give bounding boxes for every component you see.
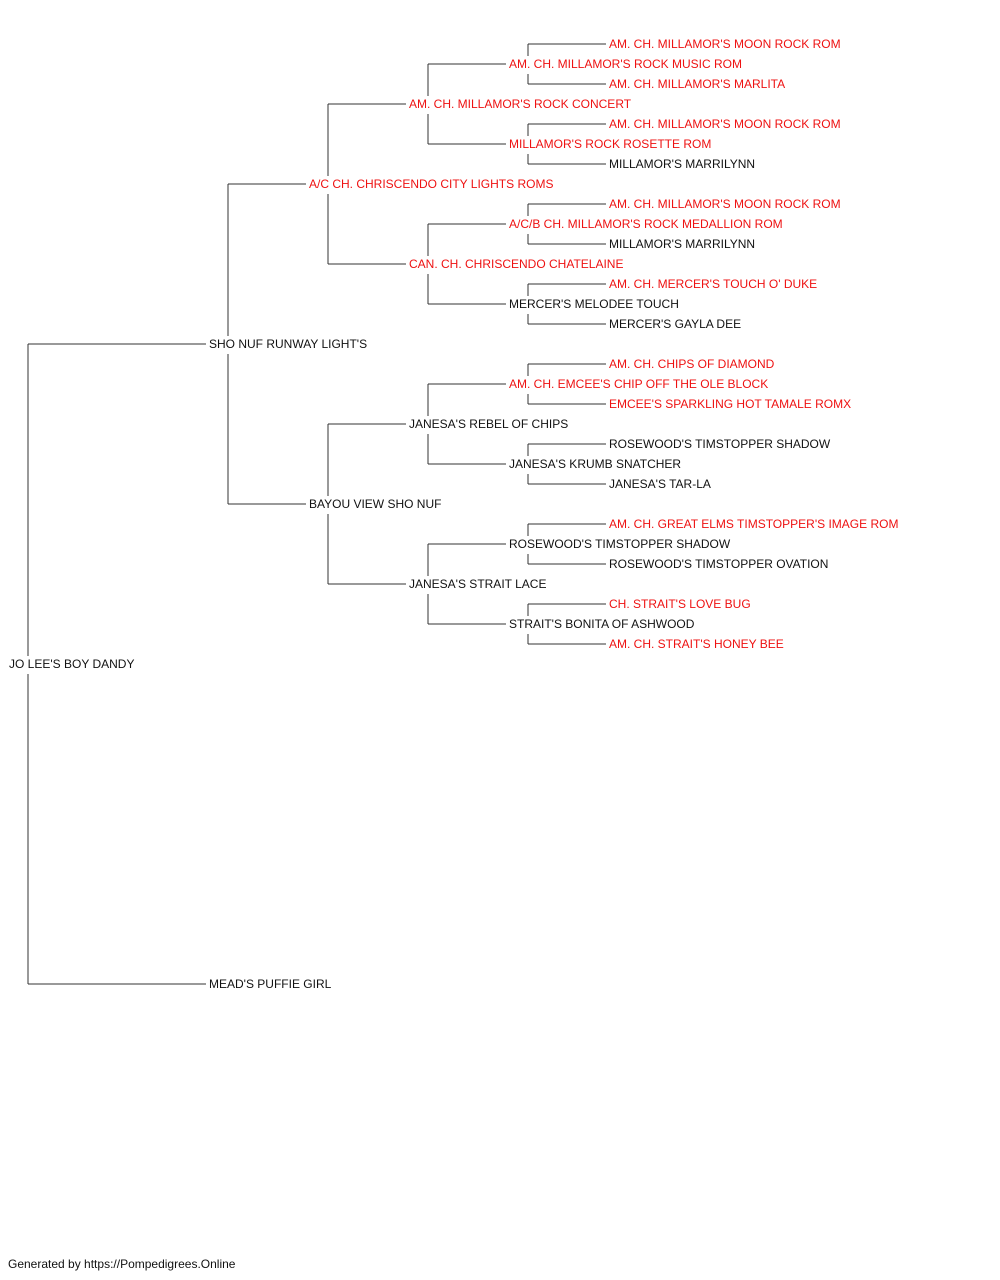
pedigree-sire-gen5: CH. STRAIT'S LOVE BUG [608,597,752,611]
pedigree-dam-gen5: EMCEE'S SPARKLING HOT TAMALE ROMX [608,397,853,411]
pedigree-dam-gen3: CAN. CH. CHRISCENDO CHATELAINE [408,257,625,271]
pedigree-sire-gen5: AM. CH. MILLAMOR'S MOON ROCK ROM [608,117,842,131]
pedigree-dam-gen5: ROSEWOOD'S TIMSTOPPER OVATION [608,557,830,571]
pedigree-dam-gen5: MERCER'S GAYLA DEE [608,317,743,331]
pedigree-sire-gen4: AM. CH. MILLAMOR'S ROCK MUSIC ROM [508,57,743,71]
pedigree-dam-gen4: STRAIT'S BONITA OF ASHWOOD [508,617,696,631]
pedigree-sire-gen5: AM. CH. MILLAMOR'S MOON ROCK ROM [608,197,842,211]
pedigree-sire-gen3: JANESA'S REBEL OF CHIPS [408,417,570,431]
pedigree-sire-gen4: AM. CH. EMCEE'S CHIP OFF THE OLE BLOCK [508,377,770,391]
pedigree-sire-gen5: AM. CH. MERCER'S TOUCH O' DUKE [608,277,819,291]
pedigree-dam-gen2: BAYOU VIEW SHO NUF [308,497,443,511]
pedigree-sire-gen5: AM. CH. GREAT ELMS TIMSTOPPER'S IMAGE RO… [608,517,900,531]
pedigree-dam-gen5: AM. CH. STRAIT'S HONEY BEE [608,637,785,651]
pedigree-dam-gen5: MILLAMOR'S MARRILYNN [608,157,757,171]
pedigree-sire-gen3: AM. CH. MILLAMOR'S ROCK CONCERT [408,97,633,111]
pedigree-dam-gen5: AM. CH. MILLAMOR'S MARLITA [608,77,787,91]
pedigree-sire-gen4: ROSEWOOD'S TIMSTOPPER SHADOW [508,537,732,551]
pedigree-sire-gen5: AM. CH. MILLAMOR'S MOON ROCK ROM [608,37,842,51]
pedigree-dam-gen5: MILLAMOR'S MARRILYNN [608,237,757,251]
generator-credit: Generated by https://Pompedigrees.Online [8,1257,236,1271]
pedigree-dam-gen4: MILLAMOR'S ROCK ROSETTE ROM [508,137,713,151]
pedigree-sire-gen1: SHO NUF RUNWAY LIGHT'S [208,337,369,351]
pedigree-dam-gen1: MEAD'S PUFFIE GIRL [208,977,333,991]
pedigree-sire-gen5: AM. CH. CHIPS OF DIAMOND [608,357,776,371]
pedigree-sire-gen2: A/C CH. CHRISCENDO CITY LIGHTS ROMS [308,177,555,191]
pedigree-dam-gen3: JANESA'S STRAIT LACE [408,577,548,591]
pedigree-subject-gen0: JO LEE'S BOY DANDY [8,657,136,671]
pedigree-dam-gen4: JANESA'S KRUMB SNATCHER [508,457,683,471]
pedigree-dam-gen4: MERCER'S MELODEE TOUCH [508,297,680,311]
pedigree-sire-gen4: A/C/B CH. MILLAMOR'S ROCK MEDALLION ROM [508,217,784,231]
pedigree-dam-gen5: JANESA'S TAR-LA [608,477,712,491]
pedigree-sire-gen5: ROSEWOOD'S TIMSTOPPER SHADOW [608,437,832,451]
